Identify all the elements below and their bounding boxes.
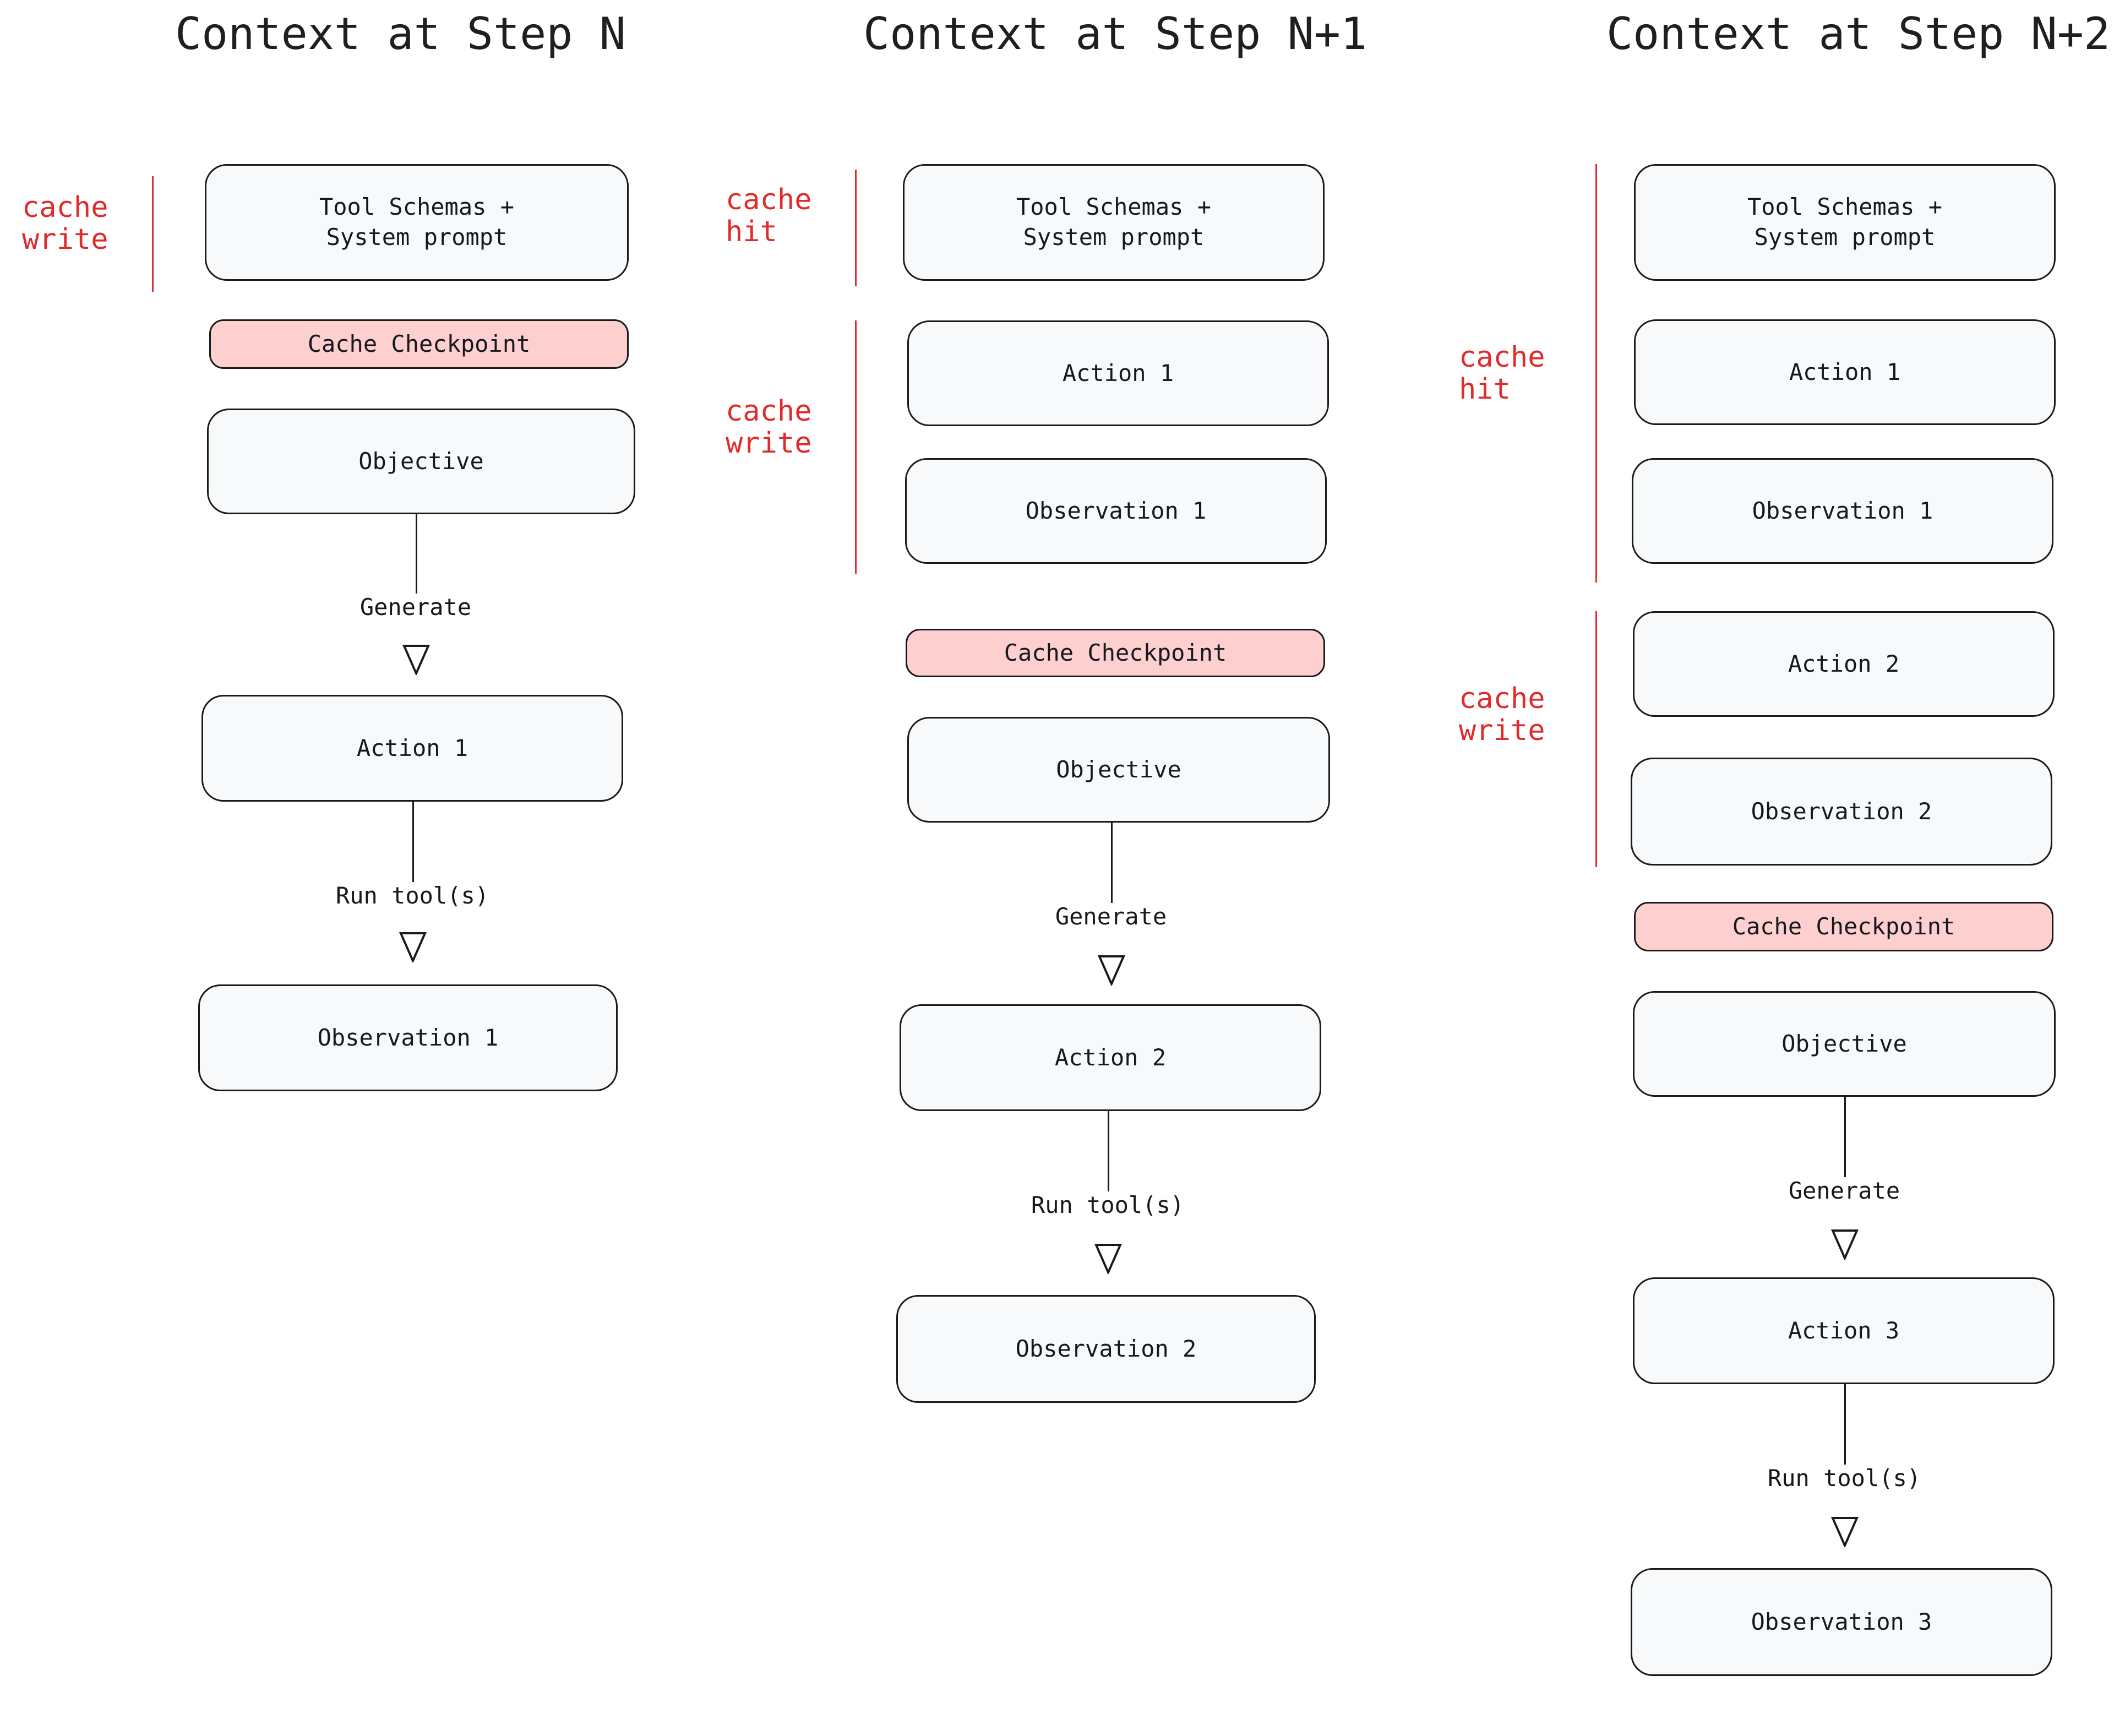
edge-line-c1-e2 [412, 802, 414, 898]
cache-bracket-label-c1-b1: cache write [22, 191, 108, 257]
edge-label-c1-e1: Generate [354, 594, 477, 622]
node-action-1-c2: Action 1 [907, 320, 1329, 426]
cache-bracket-label-c2-b1: cache hit [726, 183, 812, 249]
node-objective-c3: Objective [1633, 991, 2056, 1097]
node-observation-1-c3: Observation 1 [1632, 458, 2053, 564]
node-observation-2-c3: Observation 2 [1631, 758, 2052, 866]
node-tool-schemas-system-prompt-c1: Tool Schemas + System prompt [205, 164, 629, 281]
cache-bracket-label-c2-b2: cache write [726, 395, 812, 460]
edge-line-c2-e1 [1111, 823, 1113, 921]
edge-label-c2-e2: Run tool(s) [1025, 1191, 1190, 1220]
node-action-1-c3: Action 1 [1634, 319, 2056, 425]
cache-bracket-line-c2-b1 [855, 170, 857, 286]
node-objective-c1: Objective [207, 409, 635, 514]
node-observation-2-c2: Observation 2 [896, 1295, 1316, 1403]
column-title-step-n1: Context at Step N+1 [863, 8, 1367, 59]
node-tool-schemas-system-prompt-c3: Tool Schemas + System prompt [1634, 164, 2056, 281]
node-cache-checkpoint-c2: Cache Checkpoint [906, 629, 1325, 677]
node-cache-checkpoint-c3: Cache Checkpoint [1634, 902, 2053, 951]
edge-label-c1-e2: Run tool(s) [330, 882, 495, 910]
node-observation-1-c2: Observation 1 [905, 458, 1327, 564]
node-action-2-c3: Action 2 [1633, 611, 2055, 717]
cache-bracket-line-c3-b1 [1595, 164, 1597, 583]
cache-bracket-label-c3-b2: cache write [1459, 682, 1545, 748]
column-title-step-n: Context at Step N [175, 8, 626, 59]
node-action-2-c2: Action 2 [900, 1004, 1321, 1111]
cache-bracket-label-c3-b1: cache hit [1459, 341, 1545, 406]
cache-bracket-line-c1-b1 [152, 176, 154, 292]
node-action-3-c3: Action 3 [1633, 1277, 2055, 1384]
node-observation-3-c3: Observation 3 [1631, 1568, 2052, 1676]
edge-line-c1-e1 [416, 514, 417, 611]
node-cache-checkpoint-c1: Cache Checkpoint [209, 319, 629, 369]
node-tool-schemas-system-prompt-c2: Tool Schemas + System prompt [903, 164, 1325, 281]
node-objective-c2: Objective [907, 717, 1330, 823]
column-title-step-n2: Context at Step N+2 [1606, 8, 2111, 59]
node-action-1-c1: Action 1 [201, 695, 623, 802]
cache-bracket-line-c2-b2 [855, 320, 857, 574]
edge-line-c3-e1 [1844, 1097, 1846, 1195]
edge-label-c3-e2: Run tool(s) [1762, 1465, 1927, 1493]
node-observation-1-c1: Observation 1 [198, 984, 618, 1091]
edge-line-c3-e2 [1844, 1384, 1846, 1482]
edge-label-c3-e1: Generate [1783, 1177, 1906, 1205]
cache-bracket-line-c3-b2 [1595, 611, 1597, 867]
edge-label-c2-e1: Generate [1049, 903, 1173, 931]
edge-line-c2-e2 [1108, 1111, 1109, 1209]
